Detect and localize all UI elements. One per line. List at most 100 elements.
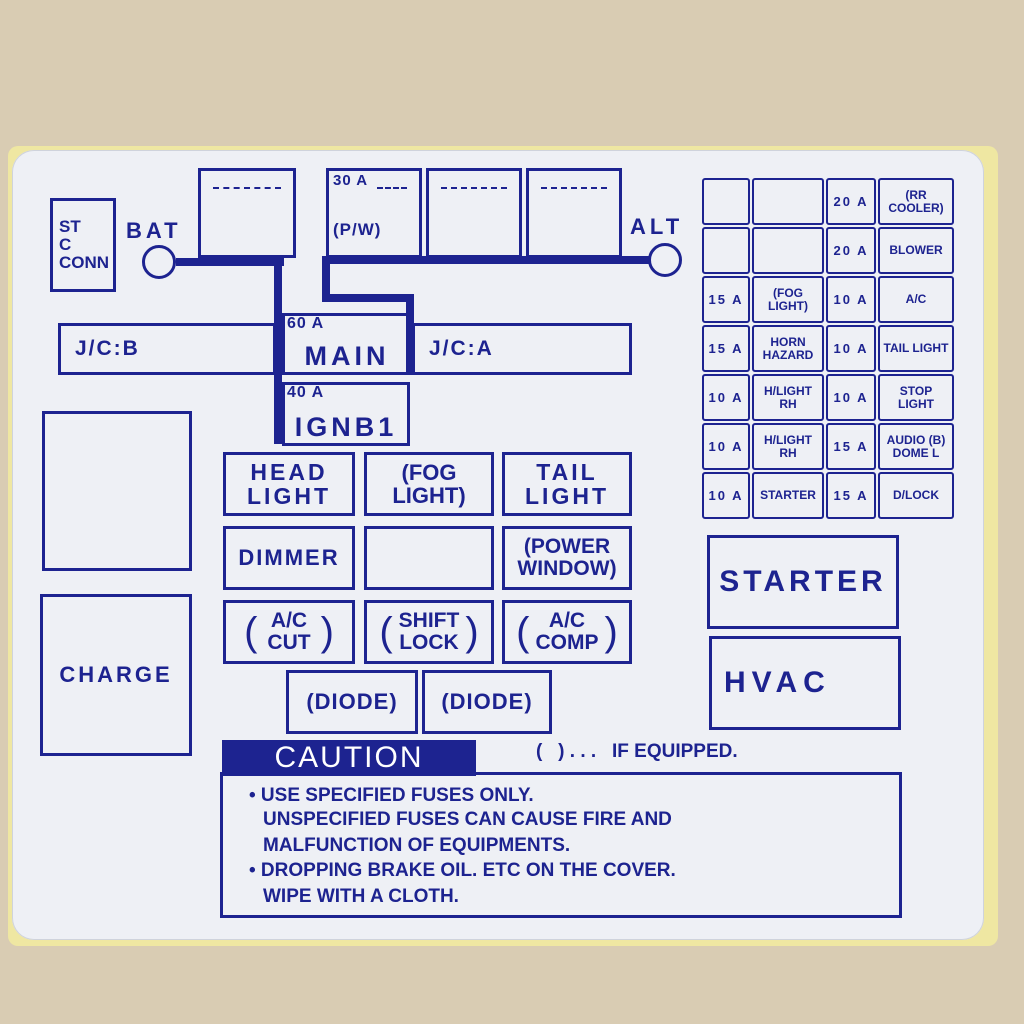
- shift-lock-line-2: LOCK: [399, 631, 459, 654]
- ac-comp-line-1: A/C: [548, 608, 586, 632]
- power-window-line-1: (POWER: [523, 534, 611, 558]
- fuse-table-cell: 20 A: [826, 178, 876, 225]
- head-light-line-2: LIGHT: [247, 483, 331, 509]
- fuse-table-cell: BLOWER: [878, 227, 954, 274]
- head-light-relay: HEAD LIGHT: [223, 452, 355, 516]
- caution-title: CAUTION: [222, 740, 476, 776]
- hvac-label: HVAC: [724, 666, 831, 700]
- ac-cut-text: A/C CUT: [267, 608, 311, 654]
- bat-terminal: [142, 245, 176, 279]
- fuse-table-cell: TAIL LIGHT: [878, 325, 954, 372]
- empty-relay-slot-left: [42, 411, 192, 571]
- jcb-label: J/C:B: [75, 336, 140, 360]
- fuse-table-cell: 15 A: [826, 472, 876, 519]
- fuse-table-cell: (FOG LIGHT): [752, 276, 824, 323]
- fuse-table-cell: 10 A: [826, 374, 876, 421]
- power-window-relay: (POWER WINDOW): [502, 526, 632, 590]
- diode-1: (DIODE): [286, 670, 418, 734]
- fuse-slot-bat: [198, 168, 296, 258]
- fuse-table-cell: STOP LIGHT: [878, 374, 954, 421]
- fuse-60a-label: 60 A: [287, 315, 325, 332]
- tail-light-relay: TAIL LIGHT: [502, 452, 632, 516]
- fuse-table-cell: H/LIGHT RH: [752, 374, 824, 421]
- hvac-box: HVAC: [709, 636, 901, 730]
- fuse-table-cell: 15 A: [702, 276, 750, 323]
- jcb-box: J/C:B: [58, 323, 276, 375]
- charge-label: CHARGE: [59, 662, 173, 688]
- starter-label: STARTER: [719, 565, 887, 599]
- dimmer-relay: DIMMER: [223, 526, 355, 590]
- shift-lock-text: SHIFT LOCK: [398, 608, 460, 654]
- ac-cut-line-2: CUT: [267, 631, 311, 654]
- shift-lock-paren-close: ): [465, 610, 479, 654]
- ac-cut-line-1: A/C: [270, 608, 308, 632]
- fuse-table-cell: 15 A: [826, 423, 876, 470]
- fuse-table-cell: 10 A: [702, 423, 750, 470]
- st-conn-line-2: C: [59, 235, 72, 255]
- fuse-table-cell: STARTER: [752, 472, 824, 519]
- fuse-table-cell: AUDIO (B) DOME L: [878, 423, 954, 470]
- ac-cut-paren-open: (: [244, 610, 258, 654]
- fuse-table-cell: [752, 178, 824, 225]
- st-conn-line-1: ST: [59, 217, 81, 237]
- charge-box: CHARGE: [40, 594, 192, 756]
- pw-label: (P/W): [333, 220, 382, 239]
- ac-cut-relay: ( A/C CUT ): [223, 600, 355, 664]
- fog-light-relay: (FOG LIGHT): [364, 452, 494, 516]
- fuse-table-cell: (RR COOLER): [878, 178, 954, 225]
- fuse-table-cell: [702, 227, 750, 274]
- fuse-table-cell: [702, 178, 750, 225]
- caution-line-3: MALFUNCTION OF EQUIPMENTS.: [263, 835, 571, 856]
- alt-label: ALT: [630, 214, 684, 239]
- shift-lock-relay: ( SHIFT LOCK ): [364, 600, 494, 664]
- bus-wire-right: [324, 256, 650, 264]
- fuse-slot-4: [526, 168, 622, 258]
- ignb1-fuse-box: 40 A IGNB1: [282, 382, 410, 446]
- wire-to-main-left: [274, 258, 282, 444]
- st-conn-line-3: CONN: [59, 252, 110, 272]
- ignb1-label: IGNB1: [294, 411, 398, 442]
- fuse-30a-label: 30 A: [333, 172, 369, 189]
- power-window-line-2: WINDOW): [517, 557, 617, 580]
- fuse-40a-label: 40 A: [287, 384, 325, 401]
- fuse-table-cell: [752, 227, 824, 274]
- fog-light-line-1: (FOG: [401, 459, 457, 485]
- fuse-table-cell: 10 A: [826, 276, 876, 323]
- caution-line-2: UNSPECIFIED FUSES CAN CAUSE FIRE AND: [263, 809, 672, 830]
- shift-lock-paren-open: (: [379, 610, 393, 654]
- caution-line-1: • USE SPECIFIED FUSES ONLY.: [249, 785, 534, 806]
- fuse-table-cell: A/C: [878, 276, 954, 323]
- bat-label: BAT: [126, 218, 182, 243]
- jca-label: J/C:A: [429, 336, 494, 360]
- fuse-table-cell: 10 A: [826, 325, 876, 372]
- fuse-table-cell: D/LOCK: [878, 472, 954, 519]
- st-conn-box: ST C CONN: [50, 198, 116, 292]
- alt-terminal: [648, 243, 682, 277]
- jca-box: J/C:A: [412, 323, 632, 375]
- starter-box: STARTER: [707, 535, 899, 629]
- caution-line-5: WIPE WITH A CLOTH.: [263, 886, 459, 907]
- wire-jog: [322, 294, 414, 302]
- ac-comp-line-2: COMP: [535, 631, 599, 654]
- shift-lock-line-1: SHIFT: [398, 608, 460, 632]
- fog-light-line-2: LIGHT): [392, 483, 466, 508]
- fuse-table-cell: H/LIGHT RH: [752, 423, 824, 470]
- fuse-slot-3: [426, 168, 522, 258]
- if-equipped-note: ( ) . . . IF EQUIPPED.: [536, 741, 738, 762]
- ac-comp-relay: ( A/C COMP ): [502, 600, 632, 664]
- fuse-table-cell: HORN HAZARD: [752, 325, 824, 372]
- ac-comp-paren-open: (: [516, 610, 530, 654]
- caution-box: • USE SPECIFIED FUSES ONLY. UNSPECIFIED …: [220, 772, 902, 918]
- ac-comp-paren-close: ): [604, 610, 618, 654]
- dimmer-label: DIMMER: [238, 545, 340, 571]
- fuse-table-cell: 10 A: [702, 374, 750, 421]
- ac-cut-paren-close: ): [320, 610, 334, 654]
- fuse-table-cell: 20 A: [826, 227, 876, 274]
- tail-light-line-2: LIGHT: [525, 483, 609, 509]
- diode-2: (DIODE): [422, 670, 552, 734]
- fuse-slot-pw: 30 A (P/W): [326, 168, 422, 258]
- main-fuse-box: 60 A MAIN: [282, 313, 412, 375]
- fuse-table-cell: 15 A: [702, 325, 750, 372]
- empty-relay-slot-center: [364, 526, 494, 590]
